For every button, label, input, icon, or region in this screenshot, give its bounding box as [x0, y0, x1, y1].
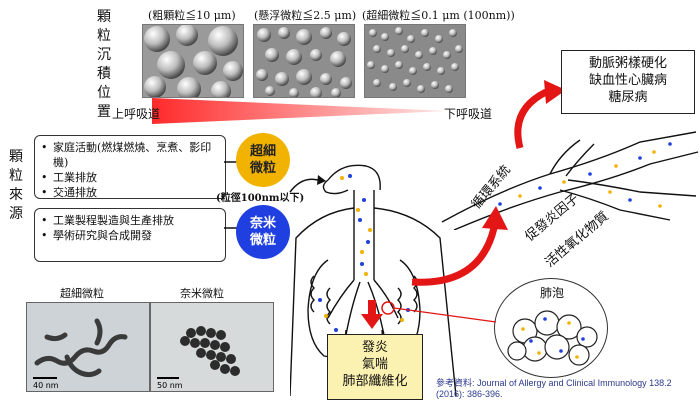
nano-circle: 奈米 微粒 — [236, 205, 290, 259]
ultrafine-particles-image — [364, 24, 466, 98]
source-box-nano: 工業製程製造與生產排放 學術研究與合成開發 — [34, 208, 226, 262]
nano-micrograph-title: 奈米微粒 — [180, 287, 224, 300]
alveoli-connector — [381, 301, 497, 323]
alveoli-label: 肺泡 — [540, 284, 565, 301]
lung-effects-box: 發炎 氣喘 肺部纖維化 — [327, 334, 423, 400]
ultrafine-scale-label: 40 nm — [33, 381, 59, 390]
blood-vessel-illustration — [441, 131, 699, 230]
panel-label-ultrafine: (超細微粒≦0.1 μm (100nm)) — [362, 9, 515, 22]
deposition-gradient-wedge — [152, 98, 448, 124]
sources-vertical-label: 顆 粒 來 源 — [9, 149, 23, 222]
nano-scale-label: 50 nm — [157, 381, 183, 390]
source-item: 工業製程製造與生產排放 — [35, 213, 203, 228]
coarse-particles-image — [142, 24, 244, 101]
size-note: (粒徑100nm以下) — [216, 193, 305, 204]
ultrafine-circle: 超細 微粒 — [236, 133, 290, 187]
cardio-effect-arrow — [514, 80, 566, 149]
source-item: 工業排放 — [35, 170, 225, 185]
panel-label-pm25: (懸浮微粒≦2.5 μm) — [254, 9, 357, 22]
reference-prefix: 參考資料: — [436, 378, 475, 388]
deposition-vertical-label: 顆 粒 沉 積 位 置 — [97, 9, 111, 120]
source-item: 家庭活動(燃煤燃燒、烹煮、影印機) — [35, 140, 213, 170]
source-item: 交通排放 — [35, 185, 225, 200]
respiratory-tract-illustration — [290, 164, 457, 397]
reference-citation: 參考資料: Journal of Allergy and Clinical Im… — [436, 378, 696, 400]
lower-airway-label: 下呼吸道 — [444, 107, 493, 121]
nano-micrograph: 50 nm — [150, 302, 274, 392]
ultrafine-micrograph: 40 nm — [26, 302, 150, 392]
pm25-particles-image — [253, 24, 355, 99]
inhalation-arrow — [289, 175, 326, 193]
circulation-arrow — [411, 206, 508, 286]
reference-text: Journal of Allergy and Clinical Immunolo… — [436, 378, 672, 399]
cardio-effects-box: 動脈粥樣硬化 缺血性心臟病 糖尿病 — [561, 50, 695, 114]
lung-effect-arrow — [361, 300, 383, 329]
source-item: 學術研究與合成開發 — [35, 228, 225, 243]
source-box-ultrafine: 家庭活動(燃煤燃燒、烹煮、影印機) 工業排放 交通排放 — [34, 135, 226, 200]
panel-label-coarse: (粗顆粒≦10 μm) — [148, 9, 236, 22]
upper-airway-label: 上呼吸道 — [112, 107, 161, 121]
ultrafine-micrograph-title: 超細微粒 — [60, 287, 104, 300]
